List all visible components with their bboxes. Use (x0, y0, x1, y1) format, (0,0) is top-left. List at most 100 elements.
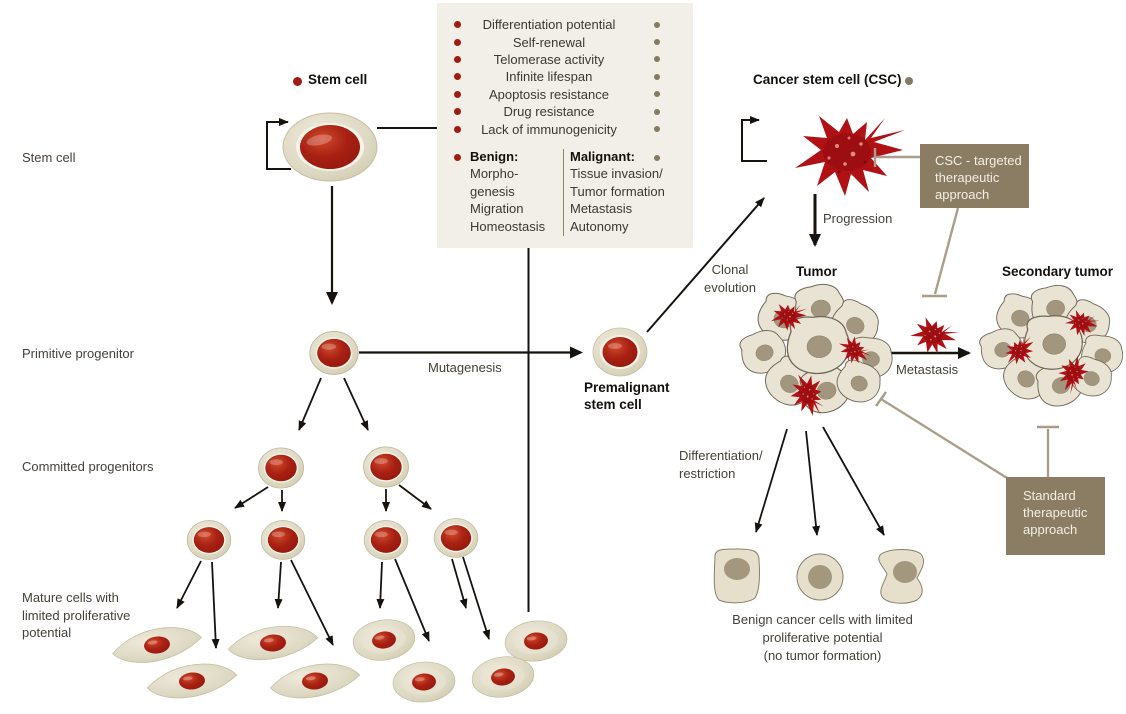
secondary-tumor-label: Secondary tumor (1002, 264, 1114, 279)
arrow-network (176, 116, 971, 649)
benign-cancer-cell (713, 548, 761, 604)
tumor-inhibition-head (875, 391, 887, 407)
malignant-column: Malignant: Tissue invasion/ Tumor format… (563, 148, 693, 237)
primitive-progenitor-cell (309, 330, 359, 376)
differentiation-restriction-label: Differentiation/ restriction (679, 448, 763, 481)
legend-item: Differentiation potential (482, 17, 616, 33)
metastasis-label: Metastasis (896, 362, 959, 377)
legend-item: Lack of immunogenicity (481, 121, 617, 137)
stem-cell-graphic (282, 112, 378, 182)
legend-item: Infinite lifespan (505, 69, 593, 85)
legend-row: Apoptosis resistance (437, 86, 693, 103)
stage-label-stem-cell: Stem cell (22, 150, 76, 165)
differentiation-arrow (754, 428, 788, 533)
olive-bullet-icon (654, 108, 660, 115)
tree-arrow (290, 559, 334, 646)
olive-bullet-icon (654, 73, 660, 80)
stem-cell-key-label: Stem cell (308, 72, 368, 87)
tumor-graphic (736, 280, 895, 420)
csc-targeted-therapy-box: CSC - targeted therapeutic approach (920, 144, 1029, 208)
malignant-item: Tumor formation (570, 183, 665, 199)
tree-arrow (376, 561, 385, 609)
olive-bullet-icon (654, 39, 660, 46)
csc-olive-bullet-icon (905, 77, 913, 85)
malignant-title: Malignant: (570, 148, 635, 164)
tree-arrow (462, 556, 491, 640)
legend-row: Lack of immunogenicity (437, 120, 693, 137)
benign-malignant-section: Benign: Morpho- genesis Migration Homeos… (437, 148, 693, 237)
legend-row: Differentiation potential (437, 16, 693, 33)
metastasis-inhibition-line (933, 207, 960, 295)
legend-item: Telomerase activity (493, 51, 605, 67)
benign-item: Morpho- (470, 166, 519, 182)
benign-item: Migration (470, 201, 524, 217)
legend-item: Apoptosis resistance (489, 86, 609, 102)
committed-progenitor-cell (362, 446, 410, 488)
legend-row: Infinite lifespan (437, 68, 693, 85)
legend-row: Self-renewal (437, 33, 693, 50)
stem-cell-self-renewal-arrow (266, 118, 291, 170)
legend-item: Self-renewal (512, 34, 586, 50)
tree-arrow (394, 558, 430, 642)
malignant-item: Autonomy (570, 218, 629, 234)
clonal-evolution-arrow (646, 197, 765, 333)
olive-bullet-icon (654, 56, 660, 63)
secondary-tumor-graphic (975, 282, 1125, 412)
csc-self-renewal-arrow (741, 116, 767, 162)
committed-progenitor-cell (363, 520, 409, 560)
mature-cell (350, 615, 418, 665)
committed-progenitor-cell (257, 447, 305, 489)
tumor-inhibition-line (880, 397, 1008, 480)
red-bullet-icon (453, 38, 461, 46)
red-bullet-icon (454, 153, 461, 161)
malignant-item: Tissue invasion/ (570, 166, 663, 182)
tree-arrow (298, 377, 322, 431)
stem-cell-key-bullet-icon (293, 77, 302, 86)
clonal-evolution-label: Clonal evolution (703, 262, 757, 295)
committed-progenitor-cell (186, 520, 232, 560)
mutagenesis-label: Mutagenesis (428, 360, 502, 375)
red-bullet-icon (453, 21, 461, 29)
tree-arrow (211, 561, 220, 649)
mature-cell (268, 660, 362, 702)
tree-arrow (343, 377, 369, 431)
olive-bullet-icon (654, 21, 660, 28)
olive-bullet-icon (654, 126, 660, 133)
legend-row: Telomerase activity (437, 51, 693, 68)
premalignant-stem-cell-graphic (592, 327, 648, 377)
legend-row: Drug resistance (437, 103, 693, 120)
malignant-item: Metastasis (570, 201, 633, 217)
benign-item: Homeostasis (470, 218, 546, 234)
tree-arrow (274, 561, 283, 609)
stage-label-mature-cells: Mature cells with limited proliferative … (22, 590, 131, 640)
committed-progenitor-cell (433, 518, 479, 558)
red-bullet-icon (453, 125, 461, 133)
red-bullet-icon (453, 108, 461, 116)
tree-arrow (176, 560, 202, 609)
red-bullet-icon (453, 73, 461, 81)
benign-title: Benign: (470, 148, 519, 164)
benign-cancer-cell (796, 553, 844, 601)
olive-bullet-icon (654, 91, 660, 98)
tumor-label: Tumor (796, 264, 837, 279)
premalignant-stem-cell-label: Premalignant stem cell (584, 380, 670, 412)
differentiation-arrow (822, 426, 885, 536)
committed-progenitor-cell (260, 520, 306, 560)
benign-cancer-cell (878, 549, 925, 604)
red-bullet-icon (453, 90, 461, 98)
benign-column: Benign: Morpho- genesis Migration Homeos… (437, 149, 563, 237)
mature-cell (226, 623, 320, 663)
mature-cell (391, 659, 457, 705)
stage-label-committed-progenitors: Committed progenitors (22, 459, 154, 474)
legend-item: Drug resistance (503, 104, 595, 120)
inhibition-lines (873, 148, 1059, 480)
cancer-stem-cell-label: Cancer stem cell (CSC) (753, 72, 902, 87)
benign-item: genesis (470, 183, 515, 199)
stage-label-primitive-progenitor: Primitive progenitor (22, 346, 134, 361)
tree-arrow (234, 486, 269, 509)
tree-arrow (398, 484, 432, 510)
differentiation-arrow (805, 430, 821, 536)
mature-cell (145, 660, 239, 702)
